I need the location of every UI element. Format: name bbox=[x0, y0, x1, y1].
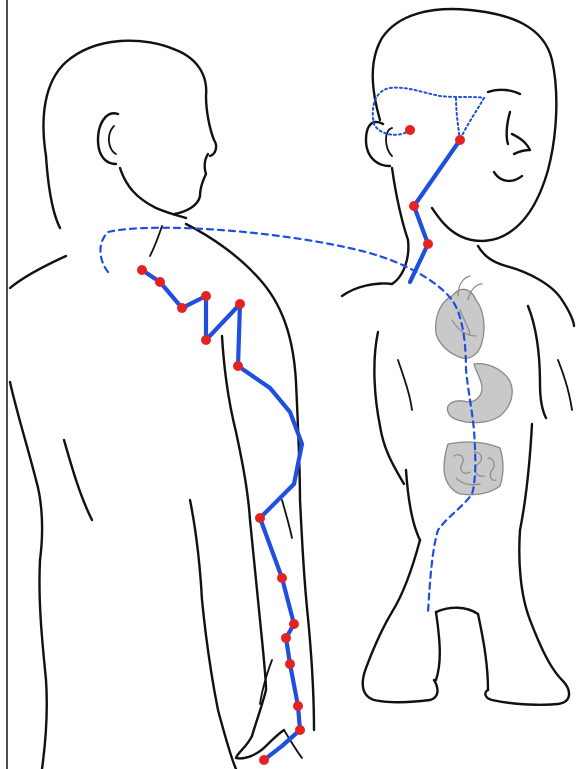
arm-point bbox=[137, 265, 147, 275]
front-figure-right-arm-outer bbox=[558, 360, 572, 410]
routes-group bbox=[100, 88, 484, 760]
front-figure-inner-left-leg bbox=[436, 612, 440, 680]
arm-point bbox=[285, 659, 295, 669]
front-figure-right-leg bbox=[485, 620, 569, 705]
arm-point bbox=[295, 725, 305, 735]
back-figure-elbow-crease bbox=[282, 500, 292, 538]
front-figure-shoulder-left bbox=[342, 284, 392, 297]
front-figure-torso-right bbox=[519, 424, 532, 620]
back-figure-spine-hint bbox=[64, 440, 92, 520]
front-figure-brow bbox=[488, 90, 520, 94]
face-point bbox=[423, 239, 433, 249]
front-figure-right-arm bbox=[528, 306, 546, 418]
front-figure-mouth bbox=[494, 172, 522, 181]
back-figure-shoulder-back bbox=[10, 256, 66, 288]
arm-point bbox=[293, 701, 303, 711]
arm-point bbox=[281, 633, 291, 643]
back-figure-waist bbox=[190, 500, 236, 769]
arm-point bbox=[289, 619, 299, 629]
front-figure-neck-right bbox=[478, 246, 574, 326]
front-figure-inner-right-leg bbox=[478, 614, 488, 690]
arm-point bbox=[259, 755, 269, 765]
arm-point bbox=[201, 335, 211, 345]
back-figure-ear-inner bbox=[109, 126, 116, 154]
arm-point bbox=[201, 291, 211, 301]
back-figure-face-profile bbox=[174, 154, 208, 214]
arm-point bbox=[155, 277, 165, 287]
route-ear-inner-line bbox=[456, 98, 460, 140]
back-figure-neck-line bbox=[150, 226, 162, 256]
face-point bbox=[405, 125, 415, 135]
back-figure-arm-inner bbox=[222, 336, 266, 690]
face-point bbox=[455, 135, 465, 145]
arm-point bbox=[233, 361, 243, 371]
face-point bbox=[409, 201, 419, 211]
front-figure-crotch bbox=[436, 608, 478, 614]
front-figure-ear-inner bbox=[386, 128, 392, 156]
arm-point bbox=[277, 573, 287, 583]
back-figure-ear bbox=[98, 113, 118, 164]
arm-point bbox=[177, 303, 187, 313]
back-figure-head bbox=[43, 41, 216, 156]
arm-points bbox=[137, 265, 305, 765]
arm-point bbox=[235, 299, 245, 309]
back-figure-back-left bbox=[10, 382, 42, 560]
front-figure-head bbox=[373, 9, 557, 241]
heart-shape bbox=[436, 289, 484, 358]
stomach-shape bbox=[447, 364, 512, 423]
front-figure-eye-mark bbox=[512, 134, 530, 154]
back-figure-neck-front bbox=[120, 168, 186, 218]
stomach-icon bbox=[447, 364, 512, 423]
back-figure-lower-back bbox=[39, 560, 46, 769]
front-figure-torso-left bbox=[406, 470, 420, 540]
front-figure-left-leg bbox=[363, 540, 438, 702]
front-figure-left-arm-inner bbox=[398, 360, 412, 410]
organs-group bbox=[436, 276, 513, 495]
back-figure-neck-back bbox=[46, 156, 60, 228]
front-figure-eye-line bbox=[507, 112, 510, 144]
arm-point bbox=[255, 513, 265, 523]
back-figure bbox=[10, 41, 314, 769]
route-ear-loop bbox=[373, 88, 484, 140]
front-figure-left-arm bbox=[374, 332, 404, 484]
